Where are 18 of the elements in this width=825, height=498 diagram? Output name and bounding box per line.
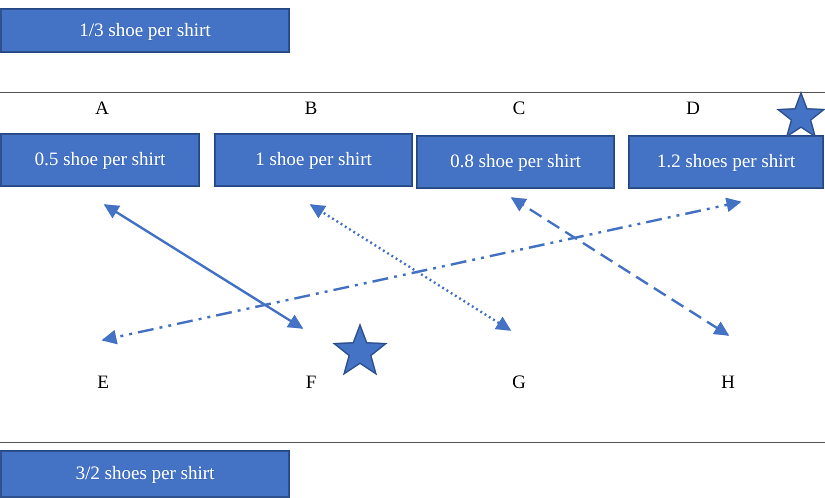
column-letter: D [686,98,700,120]
option-box: 1.2 shoes per shirt [628,135,824,189]
column-letter: G [512,372,526,394]
column-letter: F [306,372,316,394]
column-letter: H [721,372,735,394]
column-letter: B [304,98,318,120]
column-letter: C [512,98,526,120]
arrow [310,204,512,332]
arrow [104,204,304,330]
column-letter: A [95,98,109,120]
arrow [102,198,742,344]
option-box: 1 shoe per shirt [214,133,413,187]
option-box: 1/3 shoe per shirt [0,8,290,53]
option-box: 0.8 shoe per shirt [416,135,615,189]
column-letter: E [97,372,109,394]
option-box: 0.5 shoe per shirt [0,133,200,187]
option-box: 3/2 shoes per shirt [0,450,290,498]
arrow [510,196,730,336]
